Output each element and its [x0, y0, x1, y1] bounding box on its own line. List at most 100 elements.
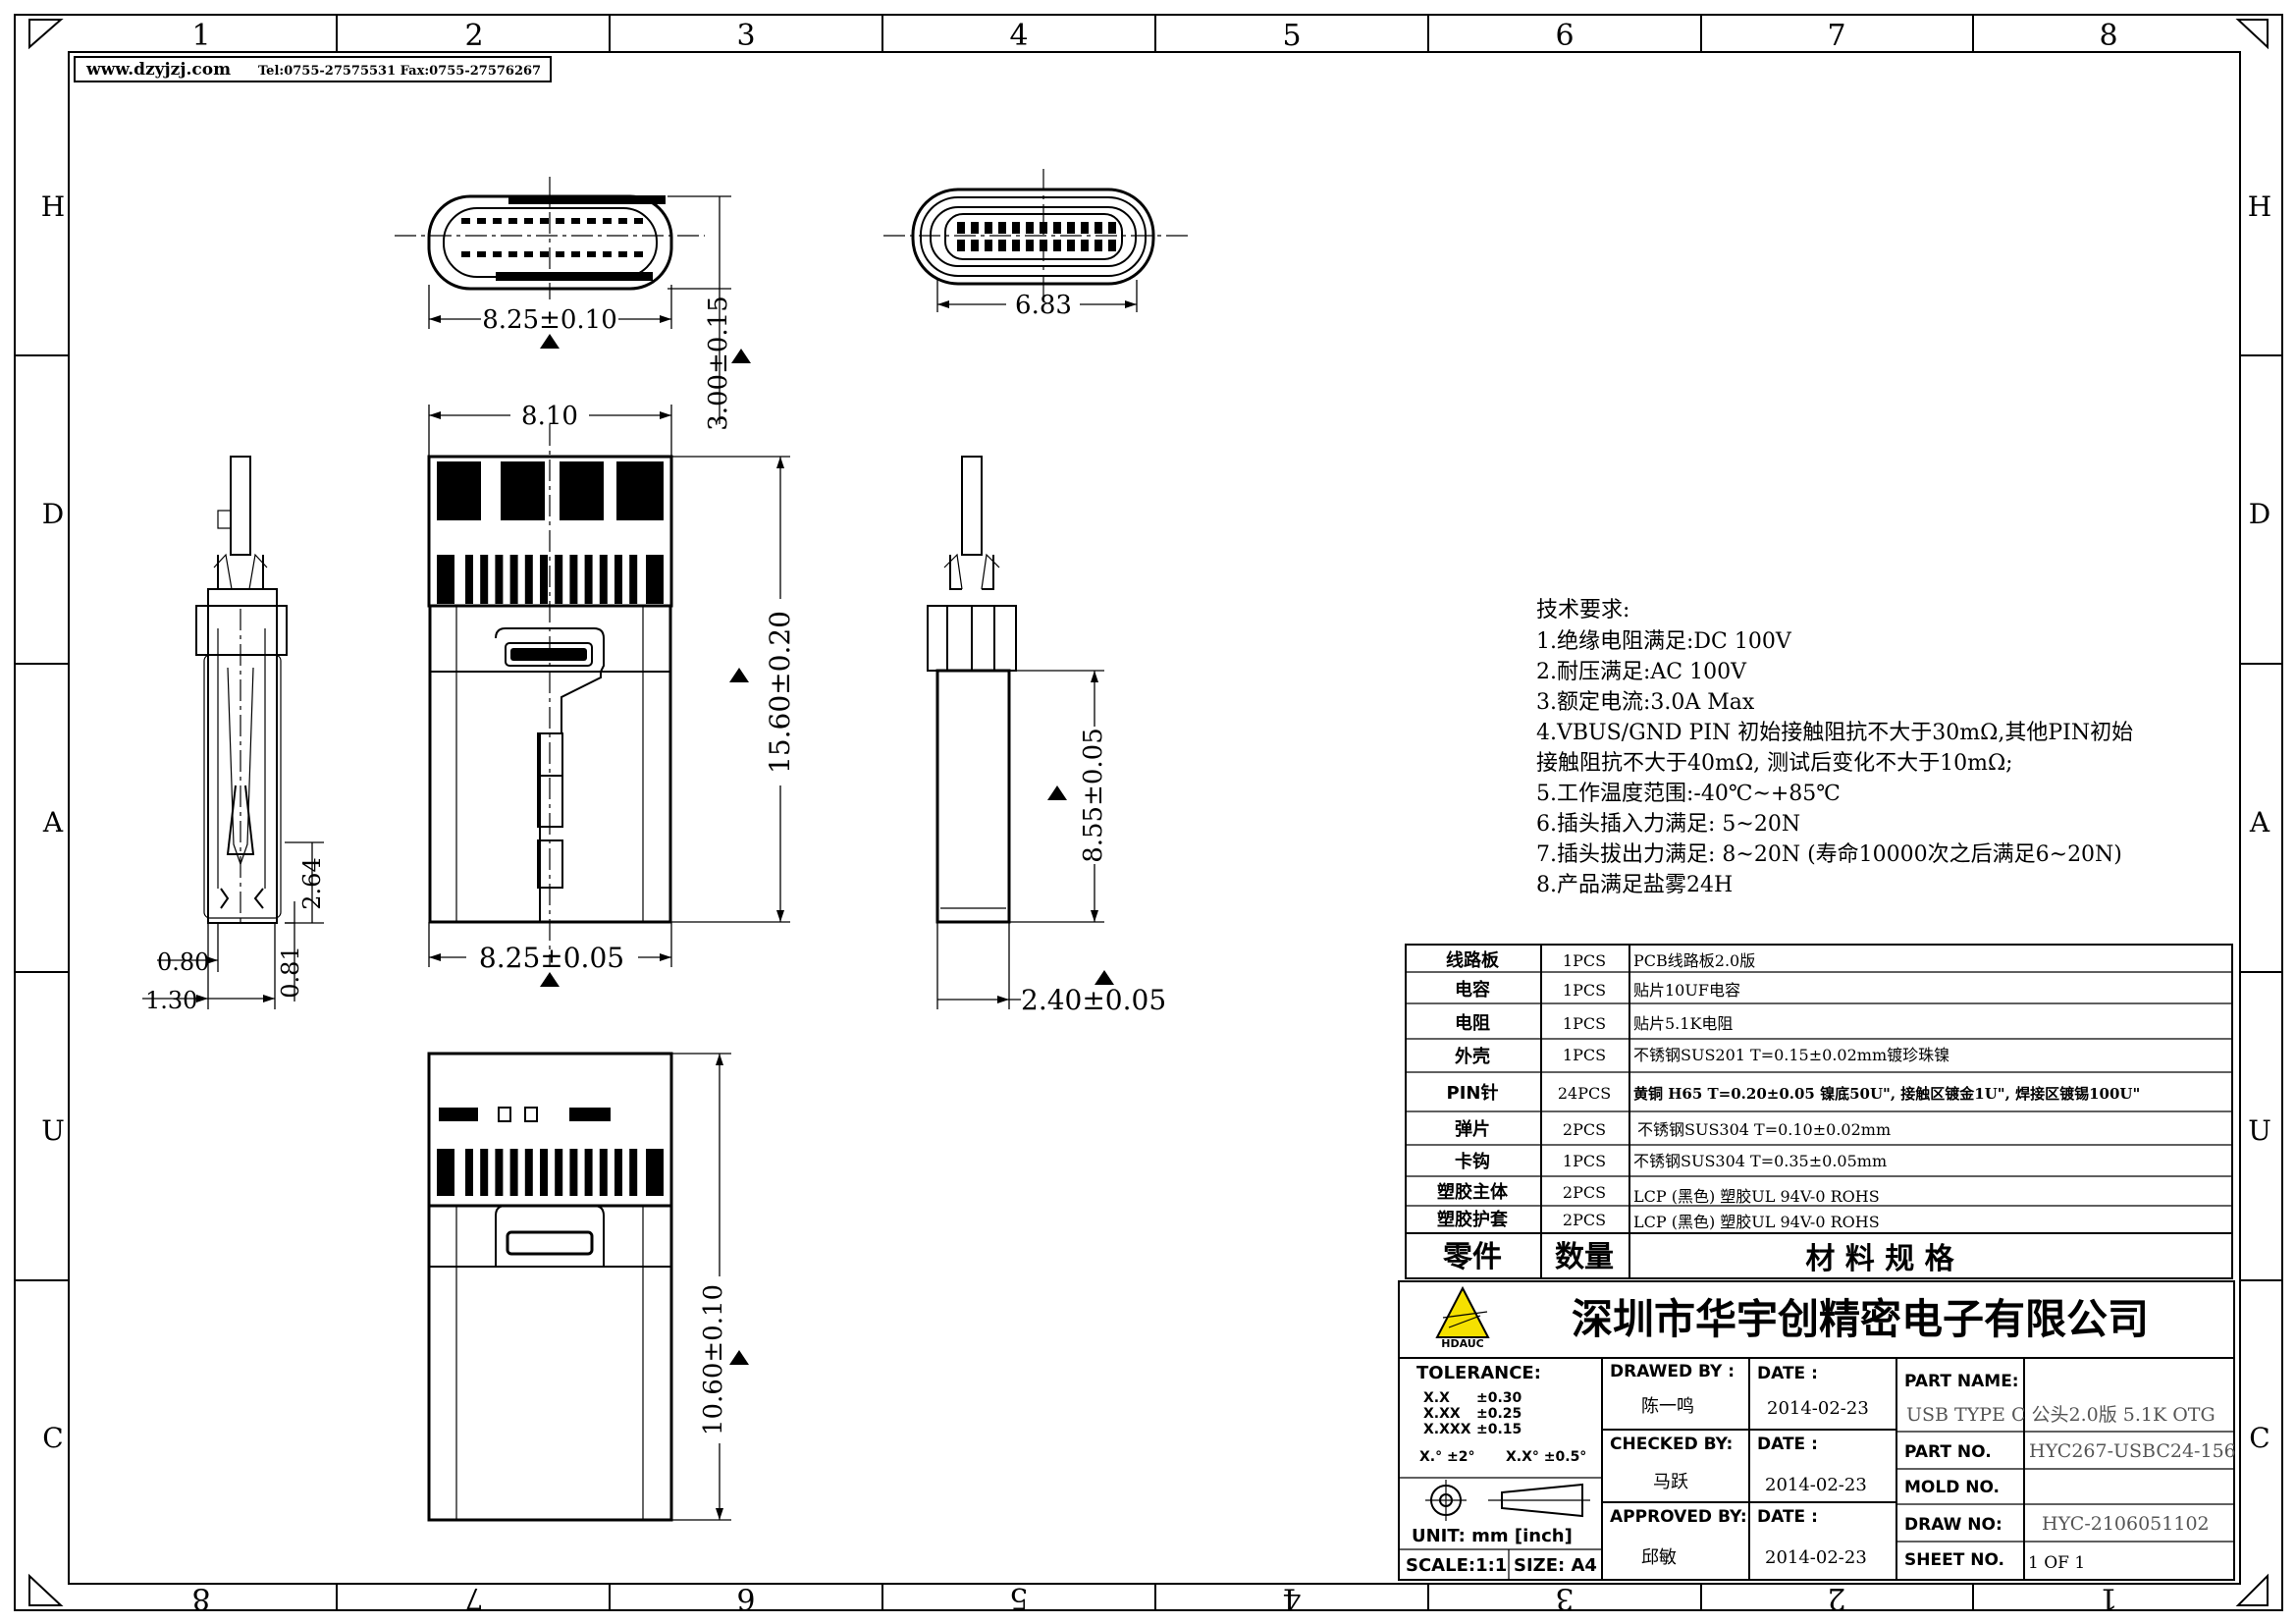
tech-line: 4.VBUS/GND PIN 初始接触阻抗不大于30mΩ,其他PIN初始: [1536, 721, 2133, 745]
bom-part: 外壳: [1455, 1046, 1490, 1067]
bom-spec: PCB线路板2.0版: [1633, 951, 1755, 970]
svg-text:15.60±0.20: 15.60±0.20: [764, 611, 796, 774]
frame-col-number: 8: [2099, 19, 2117, 53]
bom-qty: 2PCS: [1563, 1183, 1606, 1202]
bom-head-spec: 材 料 规 格: [1805, 1242, 1954, 1276]
svg-text:PART NO.: PART NO.: [1904, 1442, 1992, 1462]
bom-part: PIN针: [1447, 1082, 1499, 1104]
frame-row-letter: H: [41, 190, 65, 223]
tech-line: 3.额定电流:3.0A Max: [1536, 690, 1755, 715]
bom-qty: 1PCS: [1563, 1152, 1606, 1170]
frame-col-number: 3: [1555, 1581, 1574, 1615]
dim-profile: 2.64 0.81 0.80 1.30: [142, 841, 326, 1014]
tech-line: 8.产品满足盐雾24H: [1536, 873, 1733, 897]
svg-text:8.25±0.05: 8.25±0.05: [479, 942, 624, 974]
svg-text:3.00±0.15: 3.00±0.15: [704, 296, 733, 431]
website-text: www.dzyjzj.com: [85, 60, 231, 80]
frame-col-number: 4: [1009, 19, 1028, 53]
svg-text:陈一鸣: 陈一鸣: [1641, 1396, 1694, 1417]
frame-col-number: 3: [736, 19, 755, 53]
svg-text:DRAWED BY :: DRAWED BY :: [1610, 1362, 1735, 1381]
frame-col-number: 2: [1827, 1581, 1845, 1615]
frame-row-letter: D: [42, 498, 64, 530]
svg-text:X.XX: X.XX: [1423, 1406, 1461, 1422]
svg-text:1 OF 1: 1 OF 1: [2028, 1553, 2085, 1573]
svg-text:SIZE: A4: SIZE: A4: [1514, 1555, 1597, 1576]
frame-col-number: 4: [1282, 1581, 1301, 1615]
frame-col-number: 5: [1282, 19, 1301, 53]
svg-text:SCALE:1:1: SCALE:1:1: [1406, 1555, 1507, 1576]
bom-part: 塑胶主体: [1437, 1181, 1509, 1203]
bom-spec: LCP (黑色) 塑胶UL 94V-0 ROHS: [1633, 1187, 1880, 1206]
bom-qty: 2PCS: [1563, 1211, 1606, 1229]
dim-front-height: 3.00±0.15: [667, 195, 751, 431]
bom-spec: 不锈钢SUS304 T=0.10±0.02mm: [1637, 1120, 1891, 1139]
bom-part: 电容: [1455, 979, 1490, 1001]
tech-requirements: 技术要求: 1.绝缘电阻满足:DC 100V 2.耐压满足:AC 100V 3.…: [1536, 598, 2133, 897]
svg-text:X.XXX: X.XXX: [1423, 1422, 1471, 1437]
dim-body-width-bottom: 8.25±0.05: [428, 922, 672, 987]
svg-text:DATE :: DATE :: [1757, 1364, 1818, 1383]
dim-side-thickness: 2.40±0.05: [936, 922, 1166, 1016]
bom-head-part: 零件: [1443, 1240, 1502, 1274]
frame-col-number: 6: [736, 1581, 755, 1615]
svg-text:邱敏: 邱敏: [1641, 1547, 1677, 1568]
dim-end-width: 6.83: [936, 280, 1138, 320]
svg-text:SHEET NO.: SHEET NO.: [1904, 1550, 2004, 1570]
svg-text:HYC267-USBC24-156: HYC267-USBC24-156: [2029, 1440, 2236, 1462]
bom-qty: 1PCS: [1563, 981, 1606, 1000]
svg-text:X.° ±2°: X.° ±2°: [1419, 1449, 1474, 1465]
logo-text: HDAUC: [1441, 1337, 1484, 1350]
svg-text:USB TYPE C 公头2.0版 5.1K OTG: USB TYPE C 公头2.0版 5.1K OTG: [1906, 1404, 2216, 1426]
svg-text:UNIT: mm [inch]: UNIT: mm [inch]: [1412, 1526, 1573, 1546]
title-block: HDAUC 深圳市华宇创精密电子有限公司 TOLERANCE: X.X ±0.3…: [1398, 1280, 2236, 1581]
company-logo: HDAUC: [1435, 1285, 1490, 1350]
company-name: 深圳市华宇创精密电子有限公司: [1572, 1295, 2149, 1343]
bom-qty: 2PCS: [1563, 1120, 1606, 1139]
frame-col-number: 6: [1555, 19, 1574, 53]
frame-row-letter: D: [2249, 498, 2270, 530]
bom-spec: 贴片10UF电容: [1633, 981, 1740, 1000]
svg-text:HYC-2106051102: HYC-2106051102: [2042, 1513, 2210, 1535]
tech-line: 1.绝缘电阻满足:DC 100V: [1536, 629, 1792, 654]
plan-view-top: 8.10: [427, 402, 673, 967]
frame-row-letter: C: [2249, 1422, 2269, 1454]
bom-part: 卡钩: [1455, 1151, 1490, 1172]
bom-part: 电阻: [1455, 1012, 1490, 1034]
drawing-frame: [14, 14, 2283, 1611]
tech-line: 2.耐压满足:AC 100V: [1536, 660, 1747, 684]
svg-text:MOLD NO.: MOLD NO.: [1904, 1478, 2000, 1497]
frame-row-letter: C: [42, 1422, 63, 1454]
svg-text:2014-02-23: 2014-02-23: [1765, 1475, 1867, 1495]
svg-text:±0.30: ±0.30: [1476, 1390, 1522, 1406]
svg-text:CHECKED BY:: CHECKED BY:: [1610, 1435, 1733, 1454]
bom-part: 弹片: [1455, 1118, 1490, 1140]
bom-qty: 1PCS: [1563, 1014, 1606, 1033]
svg-text:10.60±0.10: 10.60±0.10: [699, 1284, 728, 1435]
bom-part: 塑胶护套: [1437, 1209, 1508, 1230]
bom-qty: 1PCS: [1563, 1046, 1606, 1064]
frame-col-number: 7: [1827, 19, 1845, 53]
svg-text:0.81: 0.81: [277, 946, 304, 998]
tech-title: 技术要求:: [1536, 598, 1629, 623]
front-view: [395, 177, 705, 299]
bom-table: 线路板 1PCS PCB线路板2.0版 电容 1PCS 贴片10UF电容 电阻 …: [1405, 944, 2233, 1279]
svg-text:TOLERANCE:: TOLERANCE:: [1416, 1363, 1541, 1383]
bom-head-qty: 数量: [1555, 1240, 1614, 1274]
frame-left-letters: H D A U C: [41, 190, 65, 1454]
frame-row-letter: U: [41, 1114, 65, 1147]
tech-line: 接触阻抗不大于40mΩ, 测试后变化不大于10mΩ;: [1536, 751, 2013, 776]
tech-line: 7.插头拔出力满足: 8~20N (寿命10000次之后满足6~20N): [1536, 842, 2122, 867]
bom-spec: 贴片5.1K电阻: [1633, 1014, 1733, 1033]
header-box: www.dzyjzj.com Tel:0755-27575531 Fax:075…: [74, 56, 552, 82]
bom-spec: 不锈钢SUS304 T=0.35±0.05mm: [1633, 1152, 1887, 1170]
frame-top-numbers: 1 2 3 4 5 6 7 8: [191, 19, 2117, 53]
frame-row-letter: A: [42, 806, 64, 839]
bom-spec: LCP (黑色) 塑胶UL 94V-0 ROHS: [1633, 1213, 1880, 1231]
dim-side-shell-length: 8.55±0.05: [1009, 670, 1108, 923]
bom-spec: 不锈钢SUS201 T=0.15±0.02mm镀珍珠镍: [1633, 1046, 1949, 1064]
frame-row-letter: A: [2249, 806, 2270, 839]
tech-line: 6.插头插入力满足: 5~20N: [1536, 812, 1800, 837]
dim-body-length: 15.60±0.20: [671, 456, 796, 923]
